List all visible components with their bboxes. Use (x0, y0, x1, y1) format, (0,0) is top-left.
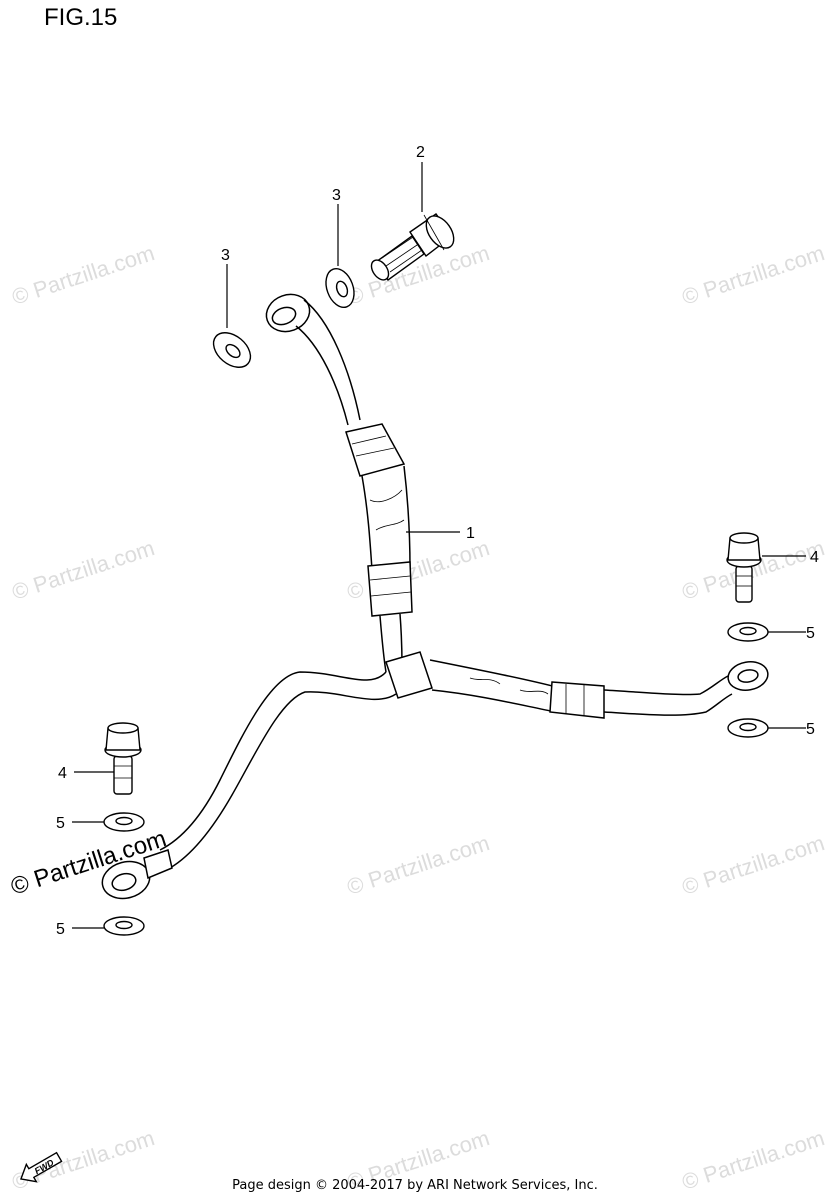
watermark: © Partzilla.com (344, 830, 493, 900)
callout-1: 1 (466, 525, 475, 542)
figure-title: FIG.15 (44, 4, 118, 31)
part-bolt-left (104, 722, 142, 795)
watermark: © Partzilla.com (9, 240, 158, 310)
callout-4-left: 4 (58, 765, 67, 782)
callout-5-left-upper: 5 (56, 815, 65, 832)
watermark: © Partzilla.com (9, 535, 158, 605)
part-washer-5a (727, 622, 769, 642)
callout-5-right-lower: 5 (806, 721, 815, 738)
callout-4-right: 4 (810, 549, 819, 566)
part-washer-5c (103, 812, 145, 832)
part-banjo-bolt (370, 213, 455, 281)
part-washer-lower (212, 332, 252, 368)
watermark: © Partzilla.com (679, 240, 828, 310)
leader-lines (72, 162, 806, 929)
callout-3-lower: 3 (221, 247, 230, 264)
callout-3-upper: 3 (332, 187, 341, 204)
callout-5-left-lower: 5 (56, 921, 65, 938)
part-oil-hose (101, 293, 769, 900)
watermark: © Partzilla.com (679, 830, 828, 900)
watermark: © Partzilla.com (344, 535, 493, 605)
footer-copyright: Page design © 2004-2017 by ARI Network S… (232, 1178, 598, 1193)
part-washer-5d (103, 916, 145, 936)
part-washer-upper (325, 267, 355, 309)
callout-2: 2 (416, 144, 425, 161)
watermarks: © Partzilla.com © Partzilla.com © Partzi… (9, 240, 828, 1195)
callout-5-right-upper: 5 (806, 625, 815, 642)
part-washer-5b (727, 718, 769, 738)
part-bolt-right (726, 532, 762, 603)
